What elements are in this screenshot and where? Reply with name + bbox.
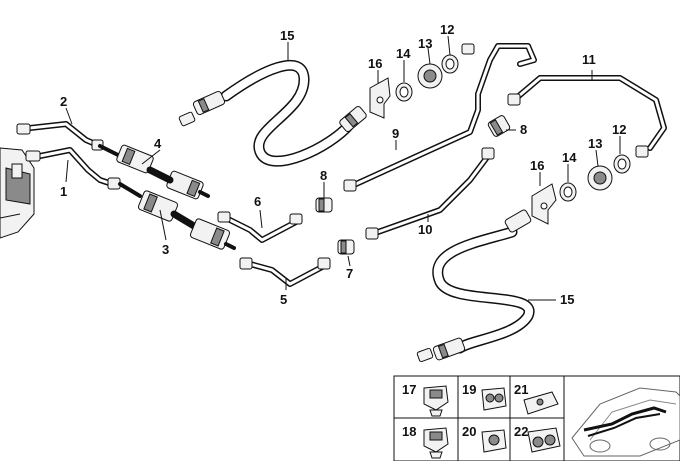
inset-label-17: 17 [402, 382, 416, 397]
callout-leaders [65, 35, 621, 301]
callout-13-upper: 13 [418, 36, 432, 51]
pipe-1-union-nut [25, 150, 41, 162]
callout-2: 2 [60, 94, 67, 109]
flex-hose-fitting-3 [118, 182, 236, 250]
clip-21: 21 [514, 382, 559, 415]
washer-14-lower [559, 182, 577, 202]
brake-pipe-2 [16, 121, 104, 151]
callout-7: 7 [346, 266, 353, 281]
inset-label-22: 22 [514, 424, 528, 439]
brake-pipe-9 [343, 43, 537, 192]
callout-6: 6 [254, 194, 261, 209]
clip-17: 17 [402, 382, 449, 417]
inset-label-19: 19 [462, 382, 476, 397]
adapter-fitting-7 [337, 239, 355, 255]
brake-unit-housing [0, 147, 35, 239]
callout-10: 10 [418, 222, 432, 237]
mounting-bracket-16-upper [369, 77, 391, 119]
inset-label-18: 18 [402, 424, 416, 439]
inset-label-20: 20 [462, 424, 476, 439]
callout-15-upper: 15 [280, 28, 294, 43]
brake-pipe-6 [217, 211, 303, 243]
callout-15-lower: 15 [560, 292, 574, 307]
flex-hose-fitting-4 [98, 144, 210, 200]
callout-4: 4 [154, 136, 162, 151]
adapter-fitting-8-right [487, 115, 511, 137]
callout-14-lower: 14 [562, 150, 577, 165]
brake-hose-15-upper [178, 59, 367, 167]
washer-12-upper [441, 54, 459, 74]
grommet-13-upper [417, 63, 443, 89]
callout-16-lower: 16 [530, 158, 544, 173]
callout-3: 3 [162, 242, 169, 257]
brake-pipe-10 [365, 147, 495, 240]
brake-pipe-1 [25, 147, 121, 190]
adapter-fitting-8-left [315, 197, 333, 213]
callout-11: 11 [582, 52, 596, 67]
mounting-bracket-16-lower [531, 183, 557, 225]
callout-13-lower: 13 [588, 136, 602, 151]
callout-12-lower: 12 [612, 122, 626, 137]
callout-12-upper: 12 [440, 22, 454, 37]
callout-8-right: 8 [520, 122, 527, 137]
callout-5: 5 [280, 292, 287, 307]
callout-14-upper: 14 [396, 46, 411, 61]
washer-14-upper [395, 82, 413, 102]
brake-pipe-11 [507, 75, 667, 158]
clip-20: 20 [462, 424, 507, 453]
clip-18: 18 [402, 424, 449, 459]
callout-1: 1 [60, 184, 67, 199]
clip-22: 22 [514, 424, 561, 453]
callout-9: 9 [392, 126, 399, 141]
brake-pipe-5 [239, 257, 331, 287]
inset-label-21: 21 [514, 382, 528, 397]
callout-16-upper: 16 [368, 56, 382, 71]
washer-12-lower [613, 154, 631, 174]
vehicle-location-sketch [571, 387, 680, 457]
clip-19: 19 [462, 382, 507, 411]
brake-hose-15-lower [416, 209, 535, 363]
pipe-2-union-nut [16, 123, 31, 135]
callout-8-left: 8 [320, 168, 327, 183]
grommet-13-lower [587, 165, 613, 191]
